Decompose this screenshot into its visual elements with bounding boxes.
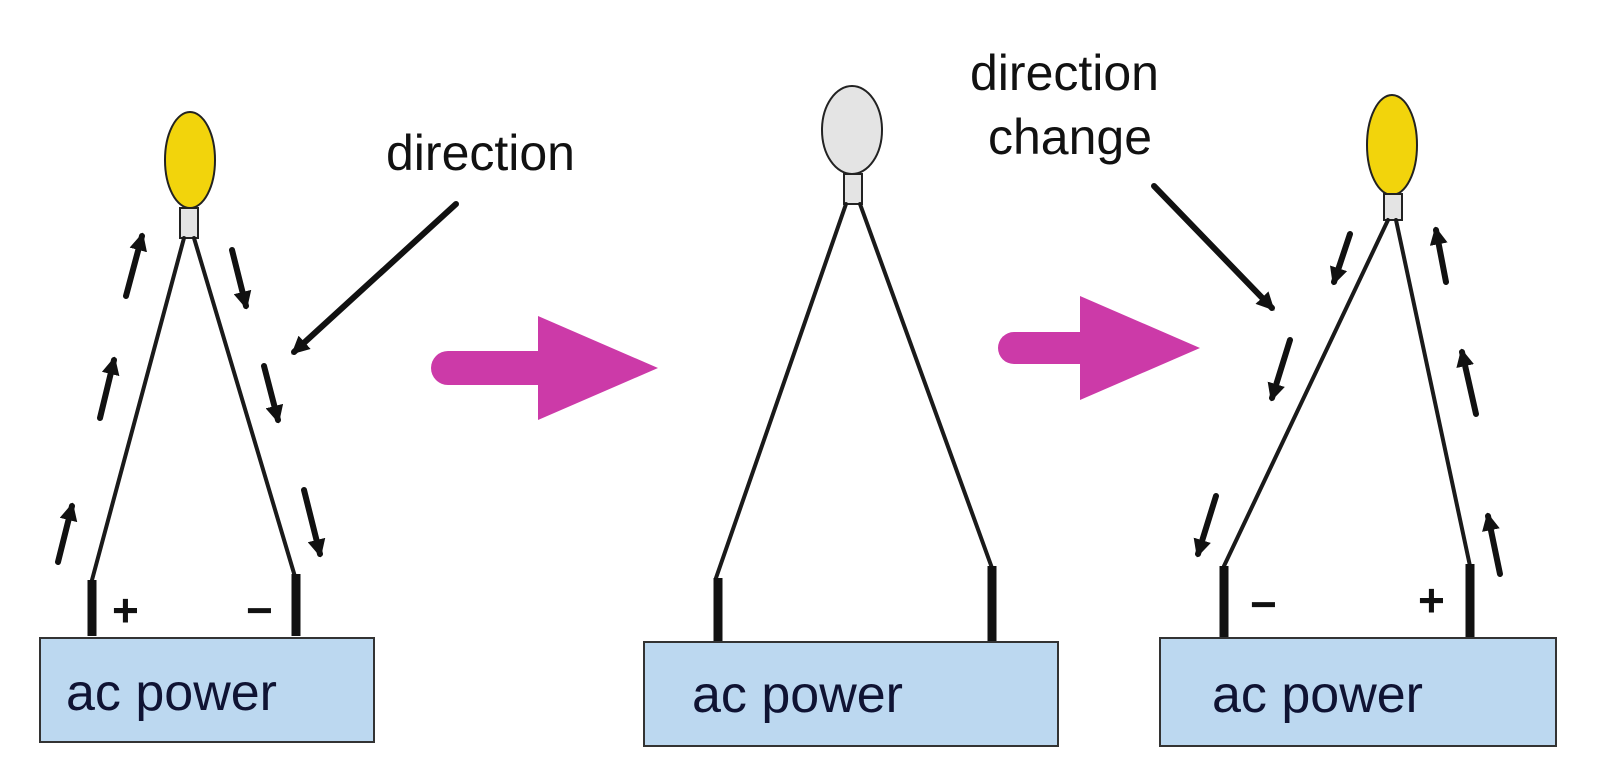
flow-arrow-icon (1429, 226, 1449, 285)
panel-2: ac power (643, 85, 1059, 747)
flow-arrow-icon (301, 487, 326, 558)
transition-arrow-2-head (1080, 296, 1200, 400)
wire-left (714, 202, 848, 580)
ac-power-label: ac power (692, 666, 903, 724)
flow-arrow-icon (229, 247, 252, 310)
ac-power-box (1159, 637, 1557, 747)
polarity-minus: − (1250, 578, 1277, 630)
flow-arrow-icon (261, 363, 284, 424)
wire-right (192, 236, 298, 582)
bulb-2-socket (843, 173, 863, 205)
polarity-plus: + (112, 584, 139, 636)
wire-left (1222, 218, 1390, 568)
direction-change-pointer (1151, 183, 1275, 311)
bulb-3-socket (1383, 193, 1403, 221)
bulb-lit (164, 111, 216, 239)
ac-power-label: ac power (1212, 666, 1423, 724)
bulb-1-socket (179, 207, 199, 239)
panel-3: − + ac power direction change (970, 45, 1557, 747)
transition-arrow-1-head (538, 316, 658, 420)
flow-arrow-icon (1330, 231, 1353, 286)
flow-arrow-icon (55, 502, 78, 565)
bulb-2-glass (821, 85, 883, 175)
wire-left (90, 236, 186, 582)
right-arrow-icon (998, 296, 1200, 400)
ac-power-label: ac power (66, 664, 277, 722)
bulb-off (821, 85, 883, 205)
flow-arrow-icon (1482, 512, 1503, 577)
bulb-lit (1366, 94, 1418, 221)
direction-pointer (291, 201, 459, 355)
flow-arrow-icon (1267, 337, 1293, 402)
ac-power-box (39, 637, 375, 743)
wire-right (858, 202, 994, 570)
direction-change-label-line2: change (988, 109, 1152, 165)
direction-label: direction (386, 125, 575, 181)
wire-right (1394, 218, 1472, 568)
polarity-plus: + (1418, 574, 1445, 626)
polarity-minus: − (246, 584, 273, 636)
flow-arrow-icon (123, 232, 147, 299)
right-arrow-icon (431, 316, 658, 420)
direction-change-label-line1: direction (970, 45, 1159, 101)
panel-1: + − ac power direction (39, 111, 575, 743)
flow-arrow-icon (1456, 348, 1479, 417)
bulb-1-glass (164, 111, 216, 209)
bulb-3-glass (1366, 94, 1418, 196)
flow-arrow-icon (1193, 493, 1219, 558)
flow-arrow-icon (97, 356, 120, 421)
ac-power-box (643, 641, 1059, 747)
